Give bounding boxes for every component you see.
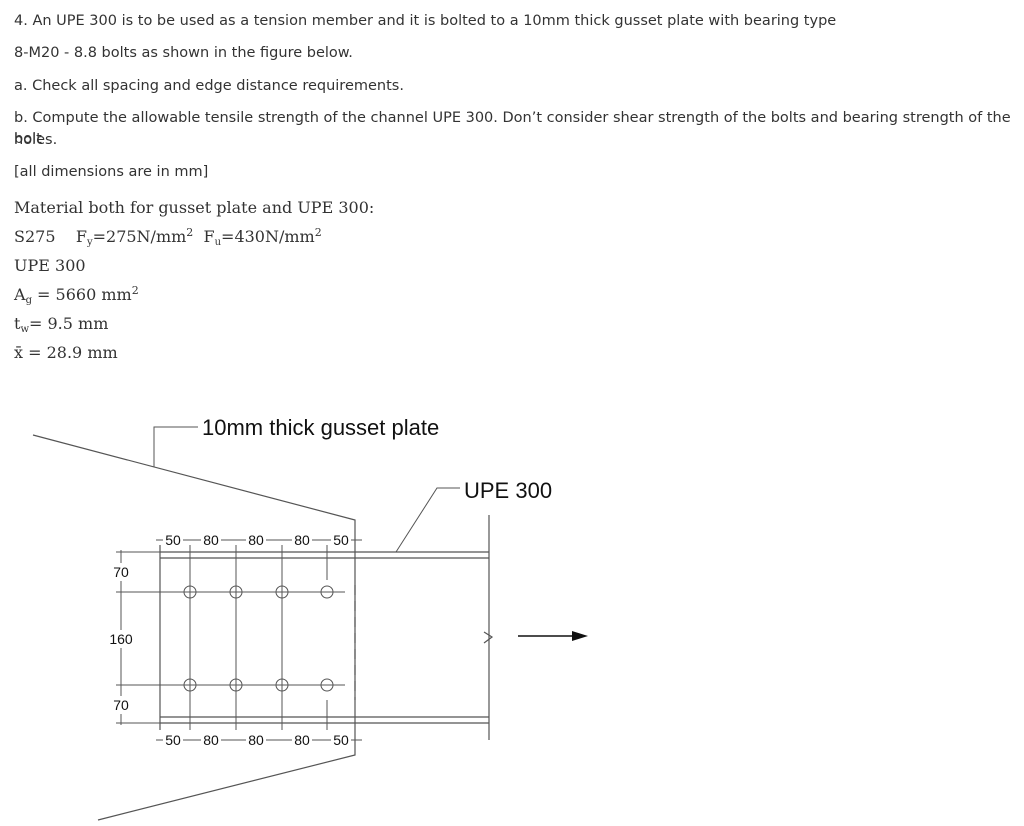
fu-exponent: 2 — [314, 226, 322, 239]
steel-grade: S275 — [14, 227, 56, 246]
label-mask — [246, 531, 266, 547]
label-mask — [331, 531, 351, 547]
material-heading: Material both for gusset plate and UPE 3… — [14, 198, 375, 217]
gusset-plate-label: 10mm thick gusset plate — [202, 415, 439, 440]
bolt-hole — [275, 585, 289, 599]
dim-top-1: 50 — [165, 532, 181, 548]
label-mask — [201, 731, 221, 747]
part-b-line-2: holes. — [14, 132, 58, 148]
dim-bottom-4: 80 — [294, 732, 310, 748]
label-mask — [246, 731, 266, 747]
label-mask — [105, 696, 135, 714]
dim-bottom-1: 50 — [165, 732, 181, 748]
material-properties: S275 Fy=275N/mm2 Fu=430N/mm2 — [14, 226, 322, 248]
dim-top-5: 50 — [333, 532, 349, 548]
tension-arrow-icon — [572, 631, 588, 641]
bolt-hole — [320, 585, 334, 599]
web-thickness: tw= 9.5 mm — [14, 314, 109, 335]
label-mask — [163, 531, 183, 547]
bolt-hole — [275, 678, 289, 692]
break-symbol — [483, 631, 494, 644]
fy-symbol: F — [75, 227, 87, 246]
dim-top-2: 80 — [203, 532, 219, 548]
bolt-hole — [183, 585, 197, 599]
gusset-leader-line — [153, 426, 198, 467]
upe-300-label: UPE 300 — [464, 478, 552, 503]
connection-diagram: 70 160 70 50 80 80 80 50 50 80 80 80 50 … — [32, 415, 588, 821]
bolt-hole — [320, 678, 334, 692]
gross-area: Ag = 5660 mm2 — [14, 284, 139, 306]
label-mask — [331, 731, 351, 747]
gusset-plate-outline — [32, 434, 356, 821]
xbar-symbol: x̄ — [14, 343, 24, 362]
label-mask — [105, 563, 135, 581]
fy-subscript: y — [86, 237, 93, 248]
bolt-layout — [160, 545, 345, 730]
channel-upe300 — [159, 515, 490, 740]
label-mask — [104, 630, 138, 648]
centroid-distance: x̄ = 28.9 mm — [14, 343, 118, 362]
upe-leader-line — [395, 487, 460, 553]
dim-top-3: 80 — [248, 532, 264, 548]
question-line-1: 4. An UPE 300 is to be used as a tension… — [14, 13, 837, 29]
xbar-value: = 28.9 mm — [23, 343, 118, 362]
label-mask — [292, 731, 312, 747]
part-b-line-1: b. Compute the allowable tensile strengt… — [14, 110, 1011, 147]
gusset-plate-edges — [32, 434, 356, 821]
fu-value: =430N/mm — [221, 227, 315, 246]
bolt-hole — [229, 585, 243, 599]
part-a: a. Check all spacing and edge distance r… — [14, 78, 404, 94]
label-mask — [201, 531, 221, 547]
fy-value: =275N/mm — [92, 227, 187, 246]
bolt-hole — [229, 678, 243, 692]
tw-value: = 9.5 mm — [29, 314, 109, 333]
bolt-hole — [183, 678, 197, 692]
dim-bottom-5: 50 — [333, 732, 349, 748]
ag-subscript: g — [25, 295, 32, 306]
question-line-2: 8-M20 - 8.8 bolts as shown in the figure… — [14, 45, 353, 61]
label-mask — [292, 531, 312, 547]
dim-left-3: 70 — [113, 697, 129, 713]
fy-exponent: 2 — [186, 226, 194, 239]
ag-symbol: A — [14, 285, 26, 304]
dim-top-4: 80 — [294, 532, 310, 548]
dim-left-1: 70 — [113, 564, 129, 580]
dimensions-note: [all dimensions are in mm] — [14, 164, 209, 180]
fu-symbol: F — [203, 227, 215, 246]
ag-exponent: 2 — [131, 284, 139, 297]
tw-symbol: t — [14, 314, 21, 333]
dim-bottom-3: 80 — [248, 732, 264, 748]
ag-value: = 5660 mm — [31, 285, 132, 304]
fu-subscript: u — [214, 237, 222, 248]
label-mask — [163, 731, 183, 747]
section-name: UPE 300 — [14, 256, 86, 275]
tw-subscript: w — [20, 324, 29, 335]
dim-bottom-2: 80 — [203, 732, 219, 748]
dim-left-2: 160 — [109, 631, 133, 647]
